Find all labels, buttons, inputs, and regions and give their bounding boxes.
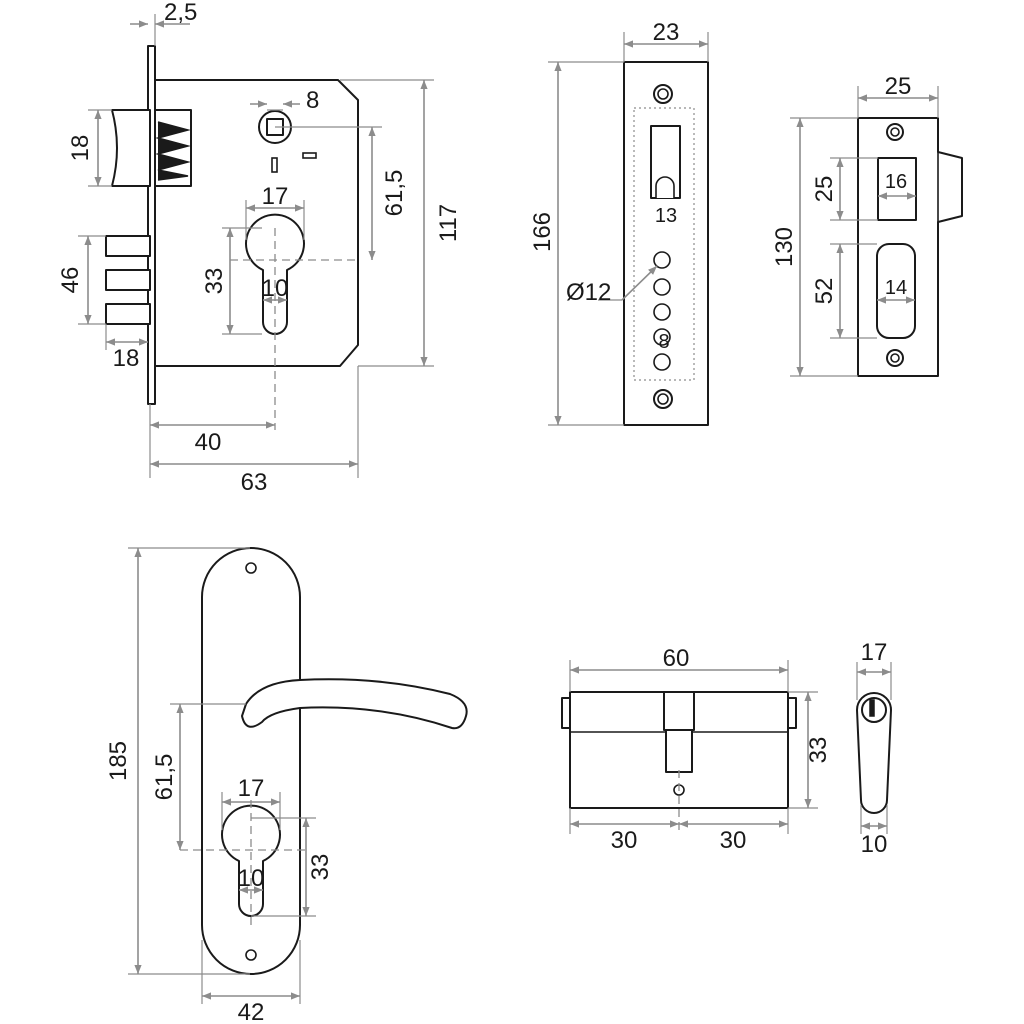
dim-handle-cylinder-width: 17 <box>238 775 265 802</box>
dim-cylinder-slot: 10 <box>262 275 289 302</box>
dim-spindle-square: 8 <box>306 87 319 114</box>
dim-cylinder-half-right: 30 <box>720 827 747 854</box>
strike-plate-view: 25 130 25 16 52 14 <box>771 73 963 377</box>
dim-cylinder-height: 33 <box>201 268 228 295</box>
dim-faceplate-hole-pitch: 8 <box>658 331 669 353</box>
dim-cylinder-width: 17 <box>262 183 289 210</box>
dim-cylinder-profile-thickness: 10 <box>861 831 888 858</box>
dim-latch-height: 18 <box>67 135 94 162</box>
deadbolt-3 <box>105 303 151 325</box>
dim-strike-bolt-height: 52 <box>811 278 838 305</box>
cylinder-cam <box>663 691 695 731</box>
euro-cylinder-view: 60 33 30 30 17 10 <box>561 639 892 858</box>
dim-faceplate-thickness: 2,5 <box>164 0 197 26</box>
dim-strike-width: 25 <box>885 73 912 100</box>
deadbolt-2 <box>105 269 151 291</box>
faceplate-view: 23 166 13 Ø12 8 <box>529 19 709 426</box>
cylinder-profile <box>856 692 892 814</box>
dim-handle-plate-height: 185 <box>105 741 132 781</box>
strike-bolt-opening <box>876 243 916 339</box>
dim-strike-latch-width: 16 <box>885 171 907 193</box>
dim-bolts-span: 46 <box>57 267 84 294</box>
handle-backplate <box>201 547 301 975</box>
lock-slot <box>302 152 317 159</box>
dim-faceplate-latch-opening: 13 <box>655 205 677 227</box>
dim-body-height: 117 <box>435 204 462 242</box>
dim-strike-height: 130 <box>771 227 798 267</box>
dim-faceplate-height: 166 <box>529 212 556 252</box>
dim-cylinder-length: 60 <box>663 645 690 672</box>
dim-handle-plate-width: 42 <box>238 999 265 1024</box>
dim-strike-bolt-width: 14 <box>885 277 907 299</box>
dim-cylinder-profile-width: 17 <box>861 639 888 666</box>
lock-pin <box>271 157 278 173</box>
dim-faceplate-width: 23 <box>653 19 680 46</box>
mortise-lock-view: 2,5 18 8 61,5 17 33 10 46 18 117 <box>57 0 462 496</box>
strike-latch-opening <box>877 157 917 221</box>
dim-bolt-throw: 18 <box>113 345 140 372</box>
dim-handle-cylinder-slot: 10 <box>238 865 265 892</box>
dim-spindle-to-cylinder: 61,5 <box>381 170 408 217</box>
dim-faceplate-hole-diameter: Ø12 <box>566 279 611 306</box>
dim-cylinder-height: 33 <box>805 737 832 764</box>
deadbolt-1 <box>105 235 151 257</box>
faceplate-mortise-outline <box>633 107 695 381</box>
dim-strike-latch-height: 25 <box>811 176 838 203</box>
lever-handle <box>241 678 468 730</box>
dim-handle-to-cylinder: 61,5 <box>151 754 178 801</box>
faceplate-outline <box>623 61 709 426</box>
handle-plate-view: 185 61,5 17 33 10 42 <box>105 547 468 1024</box>
dim-body-depth: 63 <box>241 469 268 496</box>
latch-bolt <box>111 109 151 187</box>
dim-cylinder-half-left: 30 <box>611 827 638 854</box>
lock-faceplate <box>147 45 156 405</box>
dim-backset: 40 <box>195 429 222 456</box>
latch-spring <box>155 121 191 181</box>
dim-handle-cylinder-height: 33 <box>307 854 334 881</box>
